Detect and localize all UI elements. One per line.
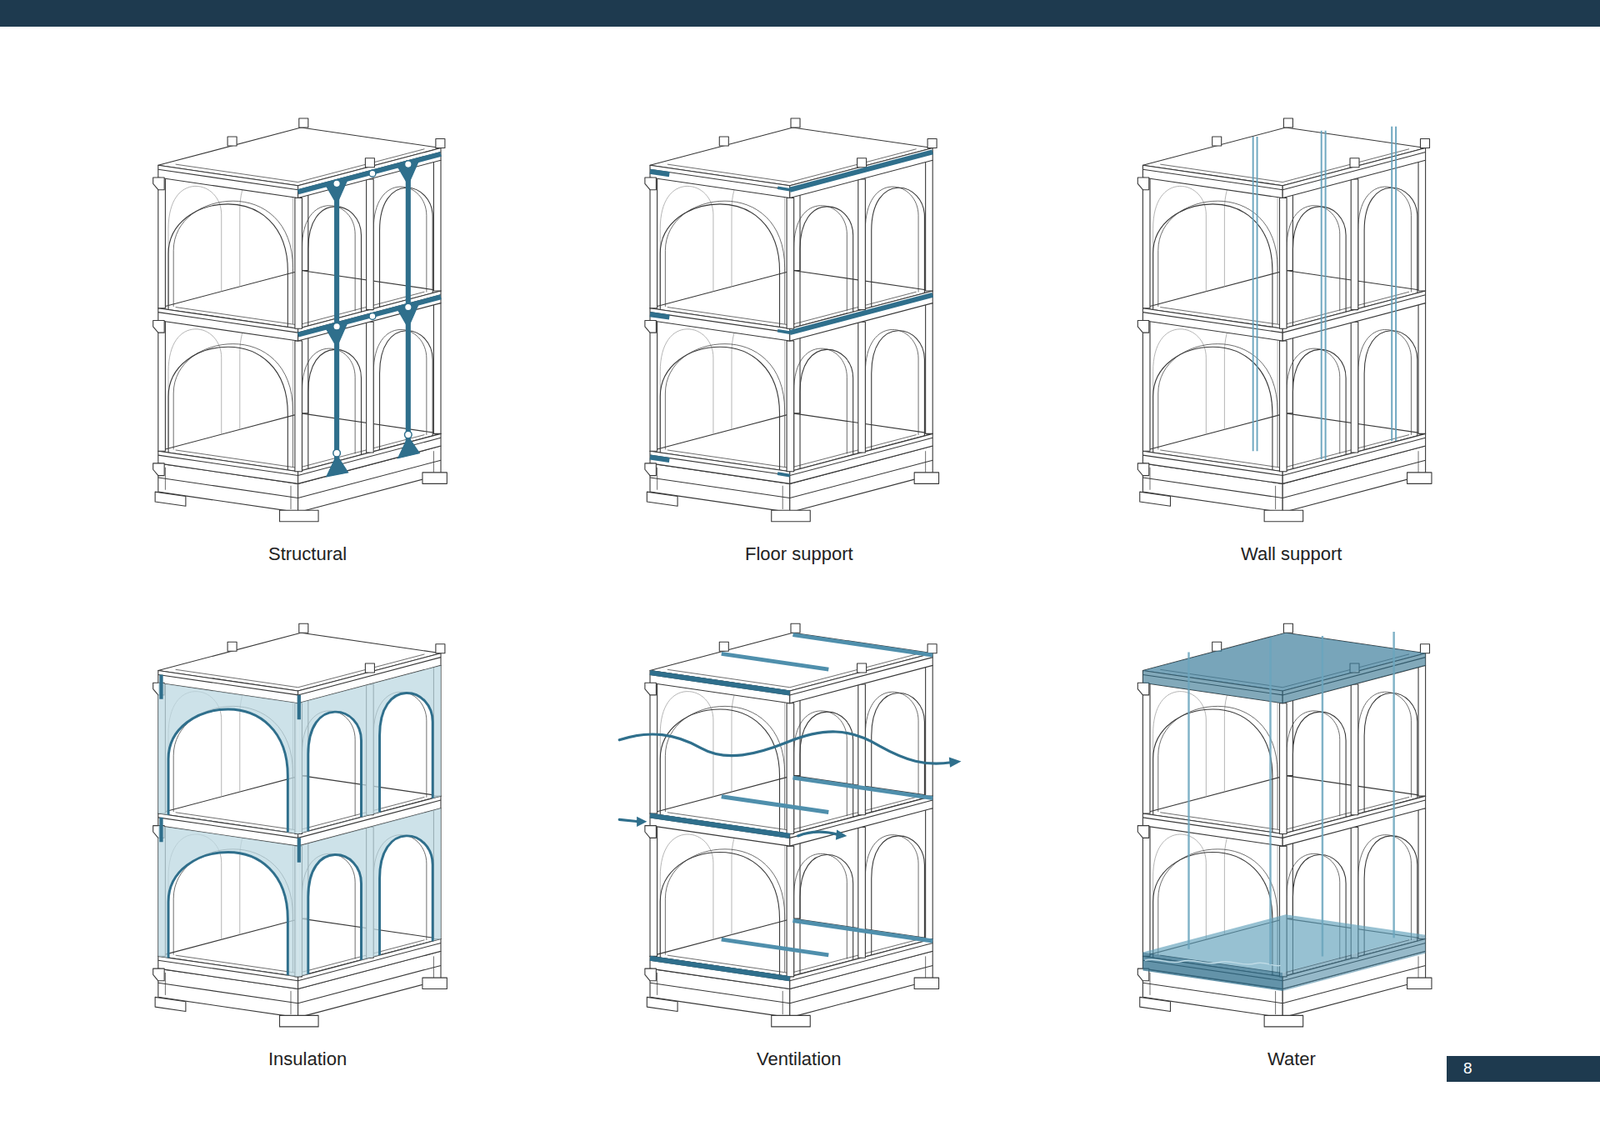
insulation-figure [153, 623, 448, 1027]
ventilation-figure [619, 623, 961, 1027]
panel-caption: Floor support [745, 543, 854, 565]
panel-caption: Water [1267, 1048, 1316, 1070]
panel-caption: Structural [268, 543, 347, 565]
structural-figure [153, 118, 448, 522]
wall-support-figure [1137, 118, 1432, 522]
page-number: 8 [1463, 1059, 1473, 1079]
panel-caption: Wall support [1240, 543, 1342, 565]
water-figure [1137, 623, 1432, 1027]
floor-support-figure [645, 118, 940, 522]
panel-caption: Ventilation [756, 1048, 842, 1070]
panel-caption: Insulation [268, 1048, 347, 1070]
header-bar [0, 0, 1600, 27]
